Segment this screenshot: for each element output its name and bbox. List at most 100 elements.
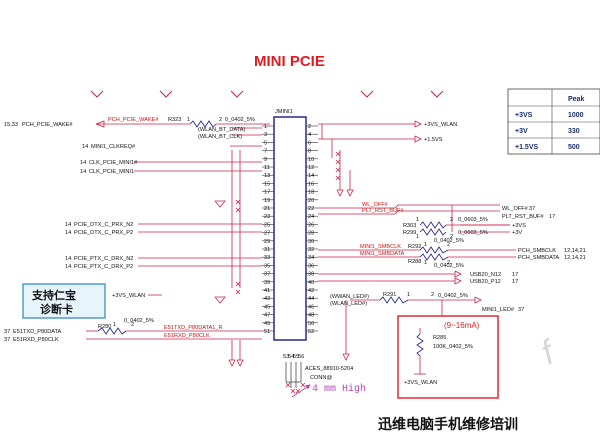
svg-text:1: 1	[407, 292, 410, 298]
pin-number: 20	[308, 198, 314, 204]
pin-number: 26	[308, 222, 314, 228]
connector-jmini1: JMINI1 ACES_88910-5204 CONN@ 13579111315…	[262, 109, 353, 381]
resistor-r291: R291 1 2 0_0402_5%	[379, 292, 468, 304]
svg-text:1: 1	[424, 260, 427, 266]
pin-number: 37	[264, 272, 270, 278]
resistor-r288: R288 1 2 0_0402_5%	[408, 253, 464, 269]
table-cell: 1000	[568, 112, 584, 119]
pin-number: 48	[308, 313, 314, 319]
pin-number: 50	[308, 321, 314, 327]
pin-number: 19	[264, 198, 270, 204]
table-cell: +1.5VS	[515, 144, 538, 151]
rail-3vs-wlan-right: +3VS_WLAN	[424, 122, 457, 128]
right-signal-labels: +3VS_WLAN +1.5VS WL_OFF# PLT_RST_BUF# WL…	[330, 120, 586, 313]
svg-text:14: 14	[80, 169, 86, 175]
left-wiring	[86, 120, 270, 340]
pin-number: 15	[264, 181, 270, 187]
svg-text:0_0402_5%: 0_0402_5%	[434, 238, 464, 244]
pin-number: 55	[293, 354, 299, 360]
net-number: 15,33	[4, 122, 18, 128]
right-wiring	[318, 123, 516, 316]
callout-line2: 诊断卡	[40, 302, 73, 316]
svg-text:2: 2	[450, 234, 453, 240]
resistor-r299: R299 1 2 0_0603_5% +3V 0_0402_5%	[403, 228, 522, 244]
led-current-note: (9~16mA)	[444, 321, 480, 330]
pin-number: 29	[264, 239, 270, 245]
callout-line1: 支持仁宝	[31, 288, 76, 302]
svg-text:R288: R288	[408, 259, 421, 265]
resistor-r292: R292 1 2	[408, 242, 450, 254]
svg-text:2: 2	[447, 260, 450, 266]
svg-text:1: 1	[416, 217, 419, 223]
net-mini1-led: MINI1_LED#	[482, 307, 515, 313]
pin-number: 54	[288, 354, 294, 360]
pin-number: 47	[264, 313, 270, 319]
pin-number: 5	[264, 140, 267, 146]
pin-number: 52	[308, 329, 314, 335]
net-label-wl-off: WL_OFF#	[502, 206, 529, 212]
net-clk-n: CLK_PCIE_MINI1#	[89, 160, 138, 166]
svg-text:2: 2	[450, 217, 453, 223]
svg-text:0_0402_5%: 0_0402_5%	[124, 318, 154, 324]
pin-number: 36	[308, 263, 314, 269]
net-prx-n: PCIE_DTX_C_PRX_N2	[74, 222, 133, 228]
svg-text:37: 37	[518, 307, 524, 313]
no-connect-marks	[235, 151, 341, 295]
svg-text:14: 14	[65, 222, 71, 228]
svg-text:0_0402_5%: 0_0402_5%	[434, 263, 464, 269]
net-label-plt-rst: PLT_RST_BUF#	[502, 214, 544, 220]
pin-number: 27	[264, 231, 270, 237]
pin-number: 44	[308, 296, 314, 302]
net-clkreq: MINI1_CLKREQ#	[91, 144, 136, 150]
pin-number: 42	[308, 288, 314, 294]
svg-text:1: 1	[113, 322, 116, 328]
diagnostic-card-callout: 支持仁宝 诊断卡	[22, 283, 106, 319]
pin-number: 28	[308, 231, 314, 237]
pin-number: 39	[264, 280, 270, 286]
pin-number: 18	[308, 190, 314, 196]
rail-3v: +3V	[512, 230, 522, 236]
svg-text:R280: R280	[98, 324, 111, 330]
height-note: 4 mm High	[312, 383, 366, 395]
pin-number: 46	[308, 304, 314, 310]
note-wlan-bt-clk: (WLAN_BT_CLK)	[198, 134, 242, 140]
net-usb-p: USB20_P12	[470, 279, 501, 285]
rail-3vs-wlan: +3VS_WLAN	[112, 293, 145, 299]
page-title: MINI PCIE	[254, 53, 325, 70]
pin-number: 3	[264, 132, 267, 138]
net-e51rxd: E51RXD_P80CLK	[13, 337, 59, 343]
pin-number: 51	[264, 329, 270, 335]
svg-text:R299: R299	[403, 230, 416, 236]
svg-text:2: 2	[431, 292, 434, 298]
table-header-peak: Peak	[568, 96, 584, 103]
pin-number: 16	[308, 181, 314, 187]
svg-text:0_0603_5%: 0_0603_5%	[458, 230, 488, 236]
pin-number: 13	[264, 173, 270, 179]
svg-text:12,14,21: 12,14,21	[564, 248, 586, 254]
rail-1-5vs: +1.5VS	[424, 137, 443, 143]
pin-number: 43	[264, 296, 270, 302]
svg-text:R292: R292	[408, 244, 421, 250]
net-smbdata: MINI1_SMBDATA	[360, 251, 405, 257]
net-ptx-p: PCIE_PTX_C_DRX_P2	[74, 264, 133, 270]
pin-number: 31	[264, 247, 270, 253]
pin-number: 1	[264, 124, 267, 130]
svg-text:37: 37	[4, 329, 10, 335]
connector-part: ACES_88910-5204	[305, 366, 353, 372]
note-wlan-led: (WLAN_LED#)	[330, 301, 367, 307]
net-e51rxd-r: E51RXD_P80CLK	[164, 333, 210, 339]
right-ground-symbols	[336, 189, 354, 361]
connector-name: CONN@	[310, 375, 332, 381]
pin-number: 7	[264, 149, 267, 155]
net-pch-smbclk: PCH_SMBCLK	[518, 248, 556, 254]
pin-number: 24	[308, 214, 314, 220]
pin-number: 38	[308, 272, 314, 278]
pin-number: 53	[283, 354, 289, 360]
svg-text:2: 2	[447, 242, 450, 248]
resistor-r285-ref: R285	[433, 335, 446, 341]
svg-text:14: 14	[65, 256, 71, 262]
resistor-r280: R280 1 2 0_0402_5%	[97, 318, 154, 335]
table-cell: 500	[568, 144, 580, 151]
net-plt-rst: PLT_RST_BUF#	[362, 208, 404, 214]
pin-number: 41	[264, 288, 270, 294]
